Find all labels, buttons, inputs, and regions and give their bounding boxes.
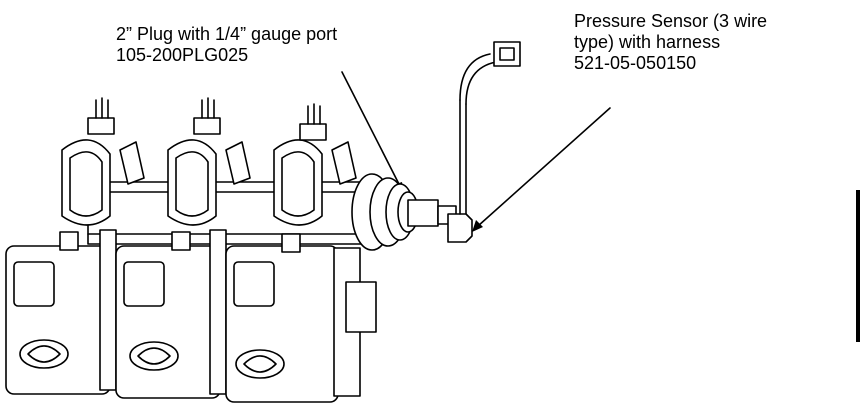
sensor-leader-line — [477, 107, 611, 227]
pipe-clamps — [61, 139, 357, 226]
harness-connector — [493, 41, 521, 67]
pressure-sensor — [447, 41, 521, 243]
wire-connectors — [87, 97, 327, 141]
valve-fittings — [59, 231, 301, 253]
plug-callout-label: 2” Plug with 1/4” gauge port 105-200PLG0… — [116, 24, 337, 66]
valve-body-3 — [225, 245, 377, 403]
sensor-callout-label: Pressure Sensor (3 wire type) with harne… — [574, 11, 767, 74]
plug-leader-line — [341, 71, 403, 191]
end-plug — [351, 173, 457, 251]
valve-body-2 — [115, 229, 227, 399]
plug-part-number: 105-200PLG025 — [116, 45, 249, 65]
sensor-part-number: 521-05-050150 — [574, 53, 697, 73]
sensor-callout-line2: type) with harness — [574, 32, 721, 52]
sensor-callout-line1: Pressure Sensor (3 wire — [574, 11, 768, 31]
sensor-leader-arrowhead — [472, 220, 483, 232]
valve-body-1 — [5, 229, 117, 395]
manifold-pipe — [87, 181, 393, 245]
plug-callout-line1: 2” Plug with 1/4” gauge port — [116, 24, 338, 44]
page-edge-bar — [856, 190, 860, 342]
